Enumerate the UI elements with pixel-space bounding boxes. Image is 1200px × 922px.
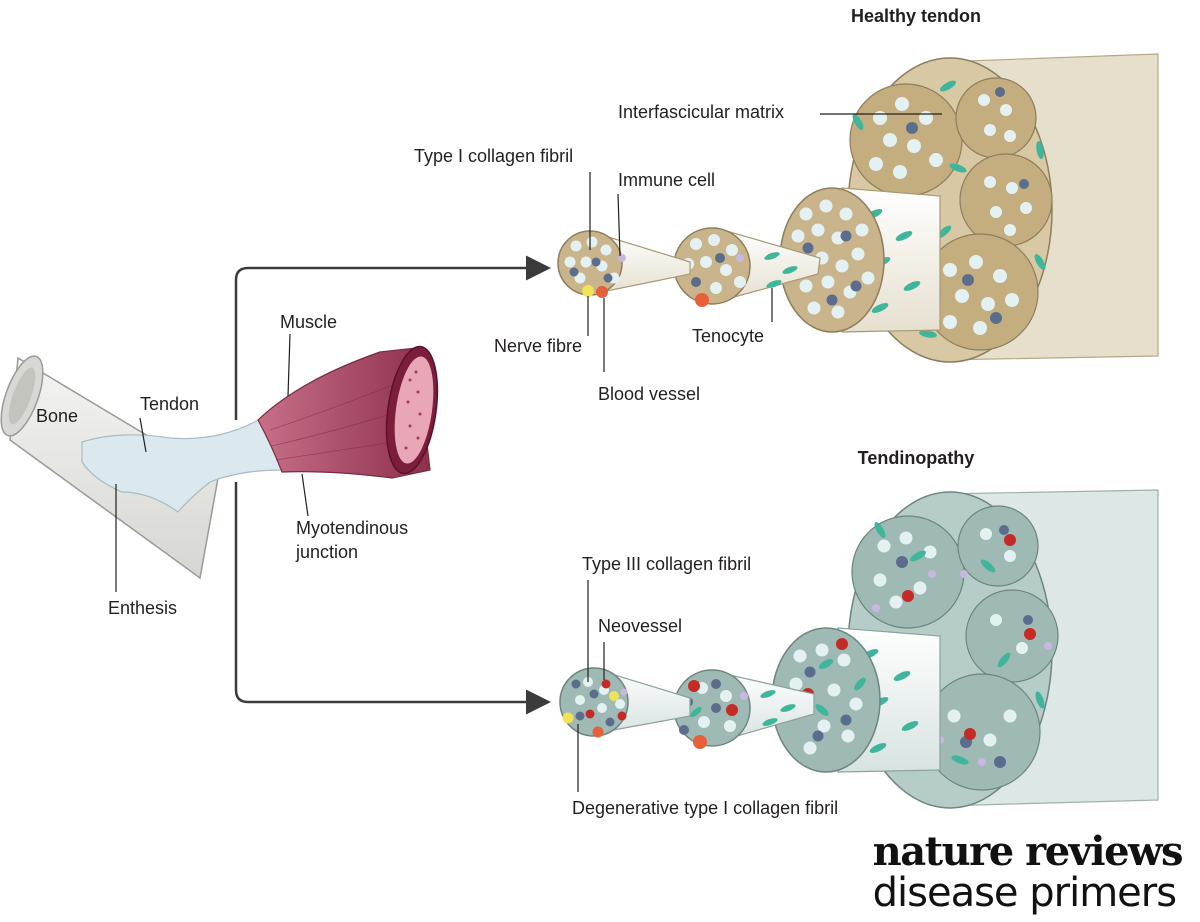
interfascicular-matrix-label: Interfascicular matrix	[618, 102, 784, 122]
muscle-illustration	[257, 345, 439, 479]
type1-collagen-fibril-label: Type I collagen fibril	[414, 146, 573, 166]
myotendinous-junction-label-line1: Myotendinous	[296, 518, 408, 538]
type3-collagen-fibril-label: Type III collagen fibril	[582, 554, 751, 574]
myotendinous-junction-label-line2: junction	[295, 542, 358, 562]
enthesis-label: Enthesis	[108, 598, 177, 618]
logo-line-2: disease primers	[872, 870, 1177, 916]
blood-vessel-label: Blood vessel	[598, 384, 700, 404]
tendinopathy-title: Tendinopathy	[858, 448, 975, 468]
tendon-illustration	[81, 417, 283, 513]
tendinopathy-hierarchy	[559, 489, 1159, 809]
immune-cell-label: Immune cell	[618, 170, 715, 190]
arrow-to-healthy	[234, 255, 551, 420]
healthy-tendon-title: Healthy tendon	[851, 6, 981, 26]
degenerative-type1-collagen-fibril-label: Degenerative type I collagen fibril	[572, 798, 838, 818]
arrow-to-tendinopathy	[234, 482, 551, 715]
logo-line-1: nature reviews	[872, 828, 1184, 875]
neovessel-label: Neovessel	[598, 616, 682, 636]
healthy-tendon-hierarchy	[557, 53, 1159, 363]
nerve-fibre-label: Nerve fibre	[494, 336, 582, 356]
bone-label: Bone	[36, 406, 78, 426]
journal-logo: nature reviews disease primers	[872, 828, 1184, 916]
muscle-label: Muscle	[280, 312, 337, 332]
leader-lines	[115, 113, 942, 792]
tendon-label: Tendon	[140, 394, 199, 414]
tenocyte-label: Tenocyte	[692, 326, 764, 346]
